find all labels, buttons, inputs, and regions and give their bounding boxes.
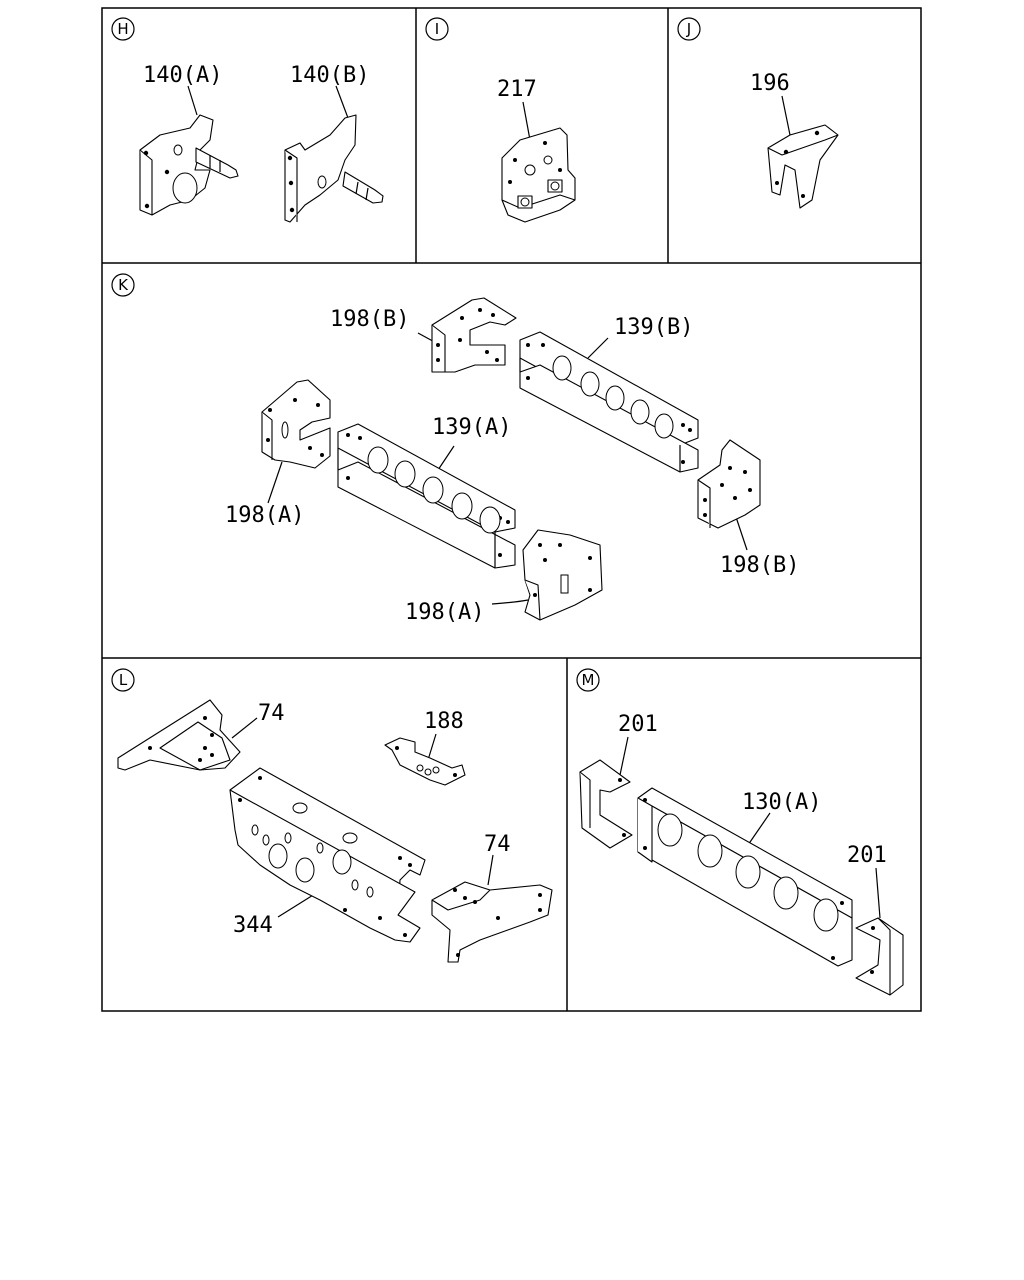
part-140a-drawing	[139, 114, 239, 216]
part-198a-left-drawing	[261, 379, 331, 469]
callout-140a: 140(A)	[143, 63, 222, 88]
panel-l: L 74 188 74 344	[111, 668, 553, 963]
panel-l-letter: L	[119, 671, 128, 689]
panel-h-letter: H	[117, 20, 128, 38]
callout-198b-right: 198(B)	[720, 553, 799, 578]
callout-140b: 140(B)	[290, 63, 369, 88]
part-140b-drawing	[284, 114, 384, 223]
part-198a-bottom-drawing	[522, 529, 603, 621]
callout-139a: 139(A)	[432, 415, 511, 440]
callout-74-bottom: 74	[484, 832, 511, 857]
panel-i: I 217	[425, 17, 576, 223]
part-198b-right-drawing	[697, 439, 761, 529]
panel-j-letter: J	[686, 20, 691, 38]
callout-201-right: 201	[847, 843, 887, 868]
panel-m-letter: M	[582, 671, 595, 689]
part-196-drawing	[767, 124, 839, 209]
callout-198a-bottom: 198(A)	[405, 600, 484, 625]
part-139a-drawing	[337, 423, 516, 569]
callout-201-left: 201	[618, 712, 658, 737]
part-344-drawing	[229, 767, 426, 943]
callout-344: 344	[233, 913, 273, 938]
part-130a-drawing	[637, 787, 853, 967]
panel-i-letter: I	[435, 20, 439, 38]
panel-i-marker: I	[425, 17, 449, 41]
part-74-top-drawing	[117, 699, 241, 771]
callout-139b: 139(B)	[614, 315, 693, 340]
callout-196: 196	[750, 71, 790, 96]
panel-k-marker: K	[111, 273, 135, 297]
callout-198a-left: 198(A)	[225, 503, 304, 528]
part-74-bottom-drawing	[431, 881, 553, 963]
part-139b-drawing	[519, 331, 699, 473]
panel-m-marker: M	[576, 668, 600, 692]
part-198b-top-drawing	[431, 297, 517, 373]
panel-k: K 198(B) 139(B) 139(A) 198(A) 198(B) 198…	[111, 273, 799, 625]
callout-198b-top: 198(B)	[330, 307, 409, 332]
panel-h: H 140(A) 140(B)	[111, 17, 384, 223]
panel-frames	[101, 7, 922, 1012]
panel-j-marker: J	[677, 17, 701, 41]
callout-188: 188	[424, 709, 464, 734]
panel-j: J 196	[677, 17, 839, 209]
part-201-right-drawing	[855, 917, 904, 996]
callout-74-top: 74	[258, 701, 285, 726]
part-201-left-drawing	[579, 759, 633, 849]
callout-217: 217	[497, 77, 537, 102]
panel-k-letter: K	[118, 276, 129, 294]
panel-h-marker: H	[111, 17, 135, 41]
part-217-drawing	[501, 127, 576, 223]
part-188-drawing	[384, 737, 466, 786]
callout-130a: 130(A)	[742, 790, 821, 815]
panel-m: M 201 130(A) 201	[576, 668, 904, 996]
panel-l-marker: L	[111, 668, 135, 692]
